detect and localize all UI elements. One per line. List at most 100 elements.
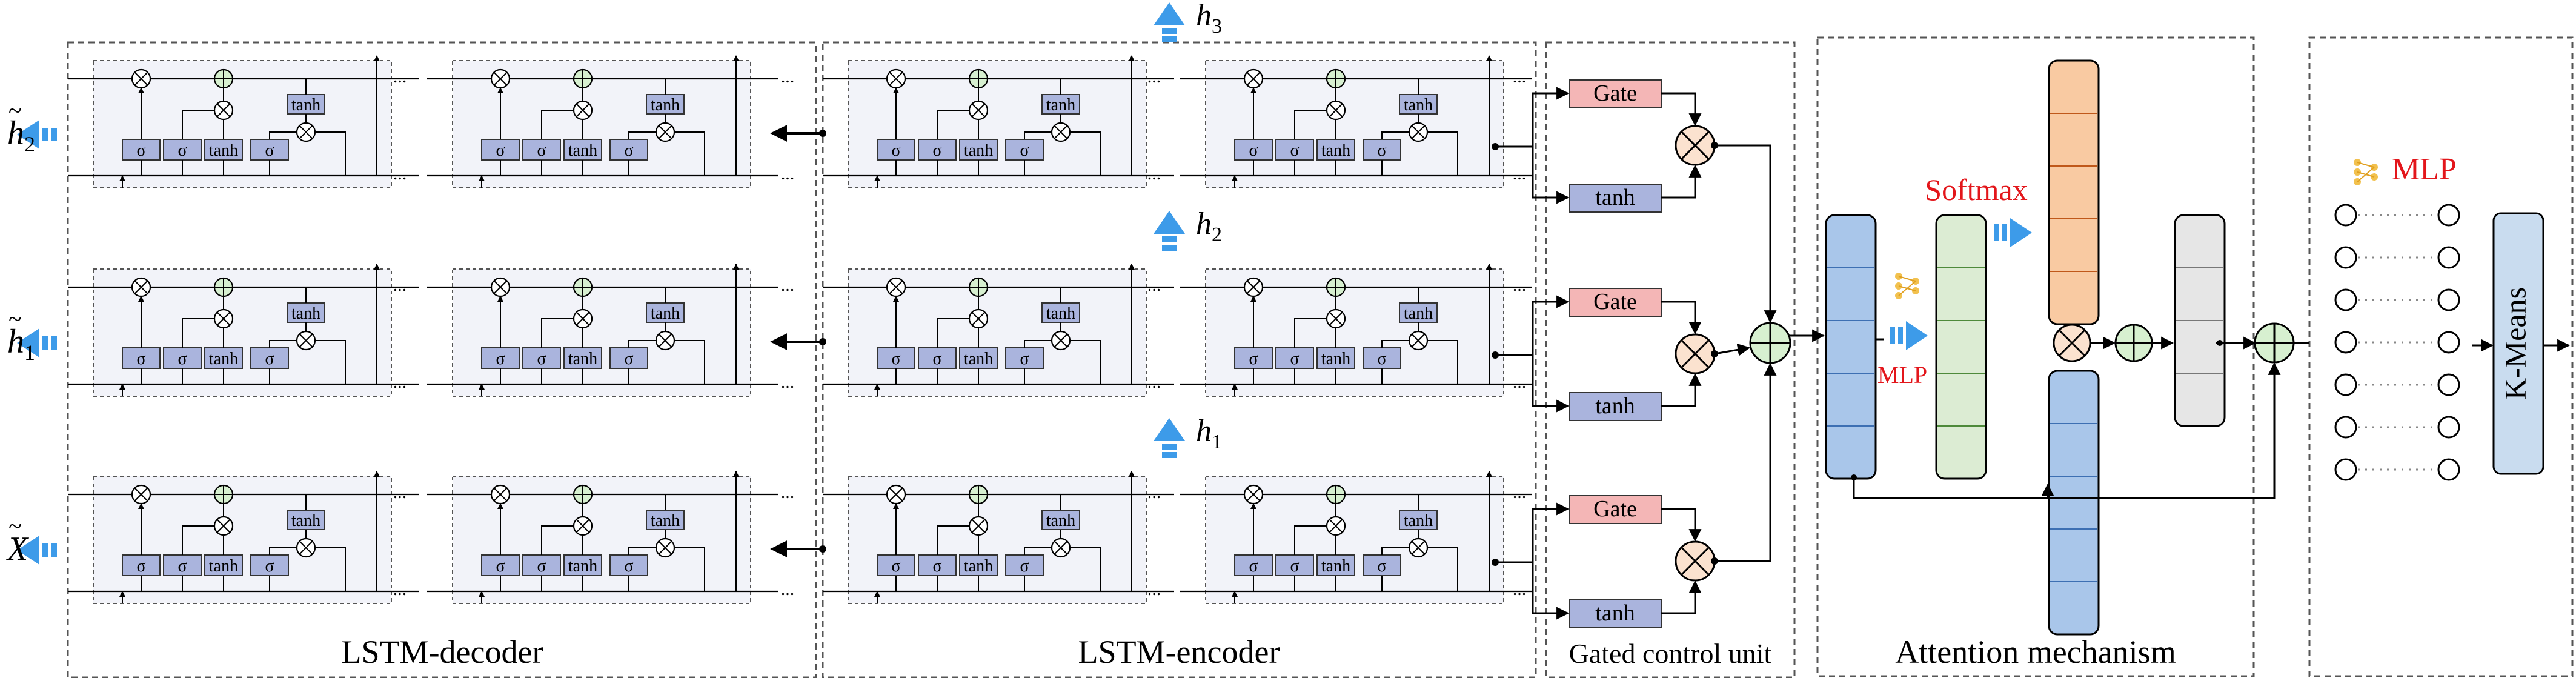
sigma-gate-label: σ bbox=[537, 141, 546, 160]
tanh-gate: tanh bbox=[959, 139, 998, 161]
cell-add-node bbox=[573, 68, 593, 89]
tanh-gate: tanh bbox=[204, 139, 243, 161]
attention-multiply-node bbox=[2053, 324, 2091, 362]
sigma-gate-label: σ bbox=[1020, 350, 1029, 368]
ellipsis: ... bbox=[1147, 579, 1161, 599]
sigma-gate-label: σ bbox=[1290, 141, 1299, 160]
input-multiply-node bbox=[573, 308, 593, 329]
sigma-gate-label: σ bbox=[537, 350, 546, 368]
cell-tanh: tanh bbox=[287, 510, 325, 530]
tanh-gate-label: tanh bbox=[964, 557, 993, 576]
tanh-box: tanh bbox=[1569, 184, 1662, 213]
ellipsis: ... bbox=[393, 67, 407, 87]
tanh-gate: tanh bbox=[959, 554, 998, 576]
ellipsis: ... bbox=[393, 164, 407, 184]
sigma-gate: σ bbox=[481, 554, 520, 576]
sigma-gate-label: σ bbox=[496, 350, 505, 368]
tanh-gate-label: tanh bbox=[209, 557, 238, 576]
output-multiply-node bbox=[655, 122, 676, 142]
cell-add-node bbox=[968, 484, 989, 505]
tanh-box: tanh bbox=[1569, 599, 1662, 628]
ellipsis: ... bbox=[393, 275, 407, 295]
tanh-gate-label: tanh bbox=[568, 141, 597, 160]
ellipsis: ... bbox=[1147, 482, 1161, 502]
sigma-gate-label: σ bbox=[932, 141, 941, 160]
cell-add-node bbox=[968, 277, 989, 297]
cell-tanh-label: tanh bbox=[1046, 96, 1075, 115]
tanh-gate-label: tanh bbox=[568, 557, 597, 576]
sigma-gate: σ bbox=[1005, 139, 1044, 161]
lstm-encoder-frame bbox=[822, 41, 1537, 678]
sigma-gate: σ bbox=[122, 554, 161, 576]
ellipsis: ... bbox=[781, 67, 795, 87]
forget-multiply-node bbox=[490, 68, 511, 89]
cell-tanh: tanh bbox=[1041, 510, 1080, 530]
tilde-mark: ~ bbox=[8, 305, 22, 333]
mlp-feature-column bbox=[1935, 214, 1987, 480]
forget-multiply-node bbox=[886, 68, 906, 89]
sigma-gate: σ bbox=[1005, 347, 1044, 369]
ellipsis: ... bbox=[781, 275, 795, 295]
lstm-decoder-frame bbox=[67, 41, 817, 678]
sigma-gate-label: σ bbox=[1249, 350, 1258, 368]
cell-tanh-label: tanh bbox=[291, 96, 320, 115]
encoder-hidden-label: h1 bbox=[1196, 414, 1222, 453]
node-pair bbox=[2334, 331, 2460, 354]
sigma-gate: σ bbox=[481, 347, 520, 369]
weighted-feature-column bbox=[2174, 214, 2226, 427]
cell-tanh-label: tanh bbox=[651, 511, 680, 530]
sigma-gate-label: σ bbox=[265, 557, 274, 576]
tanh-gate-label: tanh bbox=[209, 350, 238, 368]
sigma-gate-label: σ bbox=[1377, 350, 1386, 368]
cell-add-node bbox=[968, 68, 989, 89]
attention-mechanism-frame bbox=[1816, 36, 2255, 677]
ellipsis: ... bbox=[393, 579, 407, 599]
cell-add-node bbox=[573, 484, 593, 505]
sigma-gate-label: σ bbox=[624, 557, 633, 576]
attention-mechanism: MLP Softmax bbox=[1790, 59, 2295, 636]
cell-tanh: tanh bbox=[1041, 94, 1080, 115]
sigma-gate: σ bbox=[163, 347, 202, 369]
decoder-output-arrow-icon bbox=[17, 328, 57, 357]
encoder-hidden-arrow-icon bbox=[1154, 211, 1185, 251]
lstm-encoder-label: LSTM-encoder bbox=[1078, 634, 1280, 670]
sigma-gate-label: σ bbox=[136, 350, 145, 368]
decoder-output-arrow-icon bbox=[17, 120, 57, 149]
value-feature-column bbox=[2048, 370, 2100, 636]
encoder-hidden-label: h3 bbox=[1196, 0, 1222, 38]
encoder-hidden-label: h2 bbox=[1196, 207, 1222, 246]
lstm-decoder-label: LSTM-decoder bbox=[342, 634, 543, 670]
sigma-gate: σ bbox=[1005, 554, 1044, 576]
input-multiply-node bbox=[213, 100, 234, 121]
tanh-gate: tanh bbox=[204, 554, 243, 576]
sigma-gate-label: σ bbox=[265, 350, 274, 368]
sigma-gate: σ bbox=[1363, 554, 1401, 576]
decoder-output-label: h1 bbox=[7, 323, 35, 365]
cell-add-node bbox=[1326, 277, 1346, 297]
sigma-gate: σ bbox=[1234, 347, 1273, 369]
sigma-gate: σ bbox=[522, 554, 561, 576]
sigma-gate: σ bbox=[609, 554, 648, 576]
gate-box: Gate bbox=[1569, 79, 1662, 108]
tanh-box: tanh bbox=[1569, 392, 1662, 421]
cell-tanh-label: tanh bbox=[1404, 304, 1433, 323]
tanh-label: tanh bbox=[1595, 185, 1635, 210]
forget-multiply-node bbox=[490, 484, 511, 505]
sigma-gate-label: σ bbox=[1290, 350, 1299, 368]
node-pair bbox=[2334, 288, 2460, 311]
ellipsis: ... bbox=[393, 372, 407, 392]
tanh-gate: tanh bbox=[204, 347, 243, 369]
softmax-arrow-icon bbox=[1994, 218, 2032, 247]
cell-add-node bbox=[213, 484, 234, 505]
sigma-gate: σ bbox=[250, 139, 289, 161]
forget-multiply-node bbox=[1243, 68, 1264, 89]
sigma-gate: σ bbox=[163, 139, 202, 161]
ellipsis: ... bbox=[781, 372, 795, 392]
output-add-node bbox=[2254, 322, 2295, 364]
forget-multiply-node bbox=[886, 484, 906, 505]
